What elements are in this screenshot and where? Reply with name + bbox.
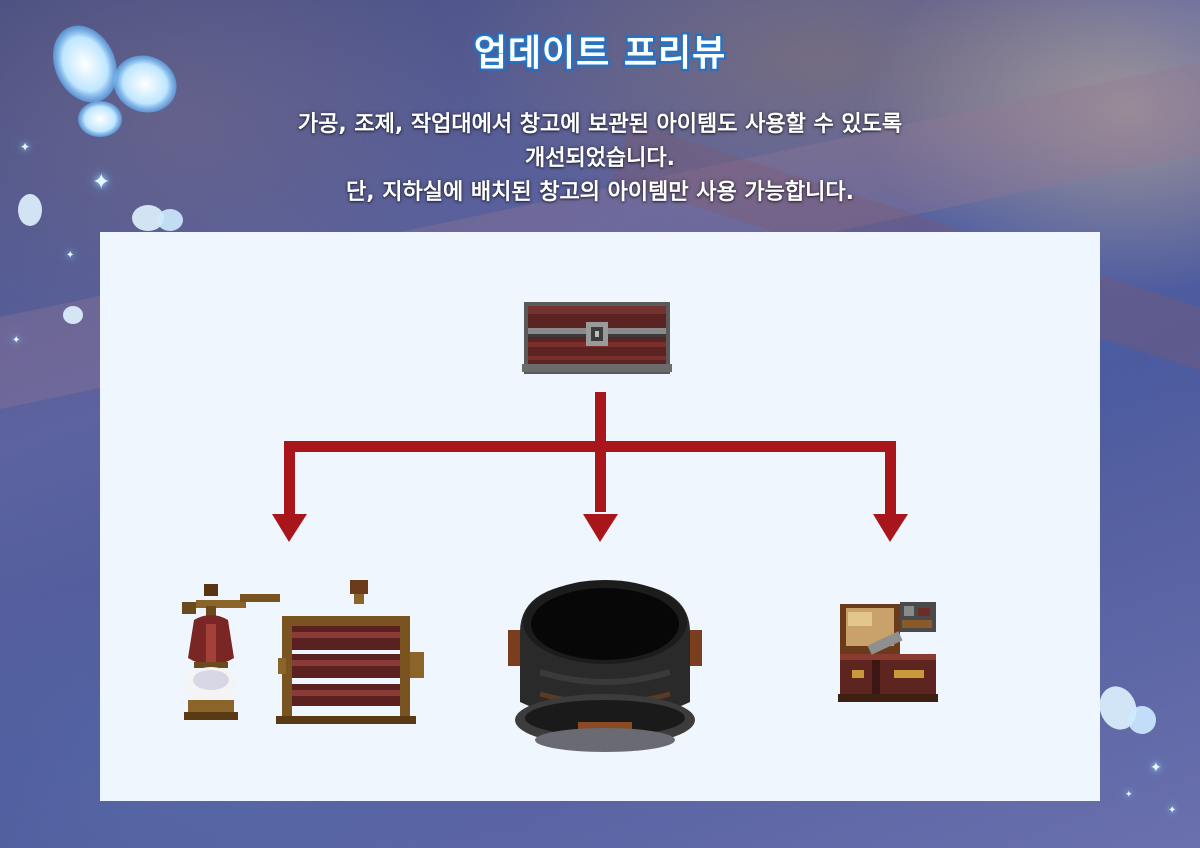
sparkle-icon: ✦ [1168, 805, 1177, 816]
cauldron-icon [508, 580, 702, 752]
glowing-butterfly-icon [63, 306, 83, 324]
description-line: 개선되었습니다. [524, 146, 676, 171]
glowing-butterfly-icon [52, 25, 177, 137]
diagram-panel [100, 232, 1100, 801]
processing-machine-icon [182, 580, 424, 724]
sparkle-icon: ✦ [66, 250, 75, 261]
sparkle-icon: ✦ [92, 170, 111, 195]
storage-chest-icon [522, 302, 672, 374]
sparkle-icon: ✦ [1150, 760, 1162, 776]
workbench-icon [838, 602, 938, 702]
sparkle-icon: ✦ [20, 140, 31, 154]
page-title: 업데이트 프리뷰 [473, 33, 727, 74]
description-line: 단, 지하실에 배치된 창고의 아이템만 사용 가능합니다. [346, 180, 854, 205]
glowing-butterfly-icon [1099, 686, 1156, 734]
update-description: 가공, 조제, 작업대에서 창고에 보관된 아이템도 사용할 수 있도록 개선되… [0, 108, 1200, 210]
description-line: 가공, 조제, 작업대에서 창고에 보관된 아이템도 사용할 수 있도록 [297, 112, 903, 137]
flow-arrows [272, 392, 908, 542]
glowing-butterfly-icon [132, 205, 183, 231]
sparkle-icon: ✦ [1125, 790, 1133, 800]
glowing-butterfly-icon [18, 194, 42, 226]
sparkle-icon: ✦ [12, 335, 21, 346]
